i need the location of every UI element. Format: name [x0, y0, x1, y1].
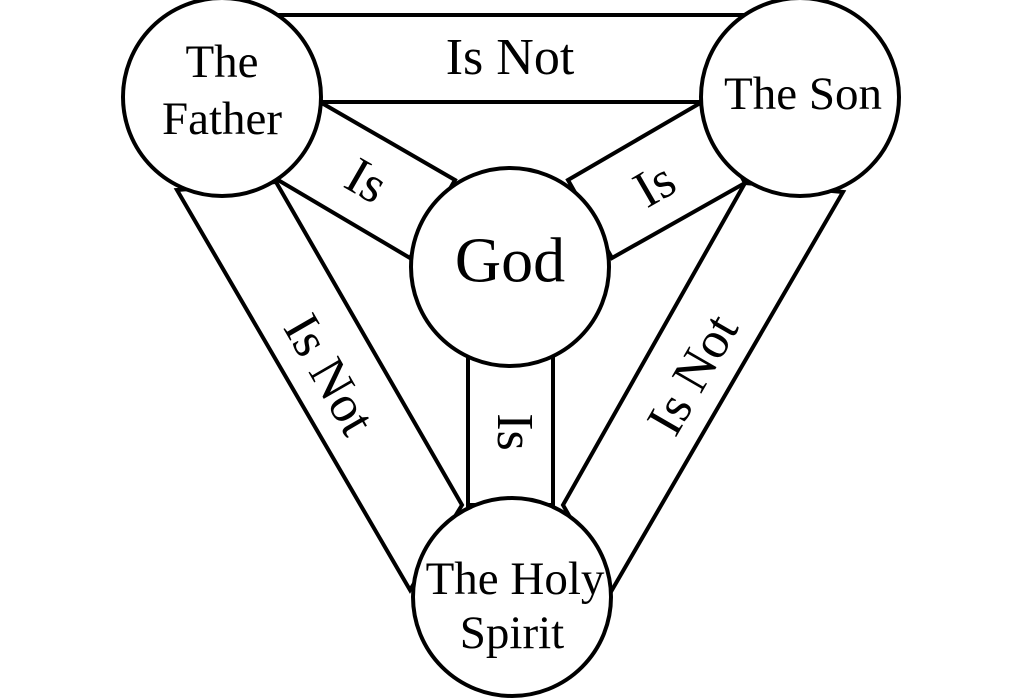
node-father: [121, 0, 323, 198]
node-spirit-label-line1: The Holy: [426, 553, 605, 605]
relation-father-son-label: Is Not: [446, 29, 575, 86]
node-son-label: The Son: [724, 68, 882, 120]
node-god: [409, 166, 611, 368]
node-father-label-line1: The: [185, 36, 258, 88]
node-son: [699, 0, 901, 198]
node-spirit: [411, 496, 613, 698]
node-father-label-line2: Father: [162, 93, 282, 145]
node-spirit-label-line2: Spirit: [460, 607, 564, 659]
relation-spirit-god-label: Is: [486, 413, 543, 451]
node-god-label: God: [455, 225, 565, 296]
